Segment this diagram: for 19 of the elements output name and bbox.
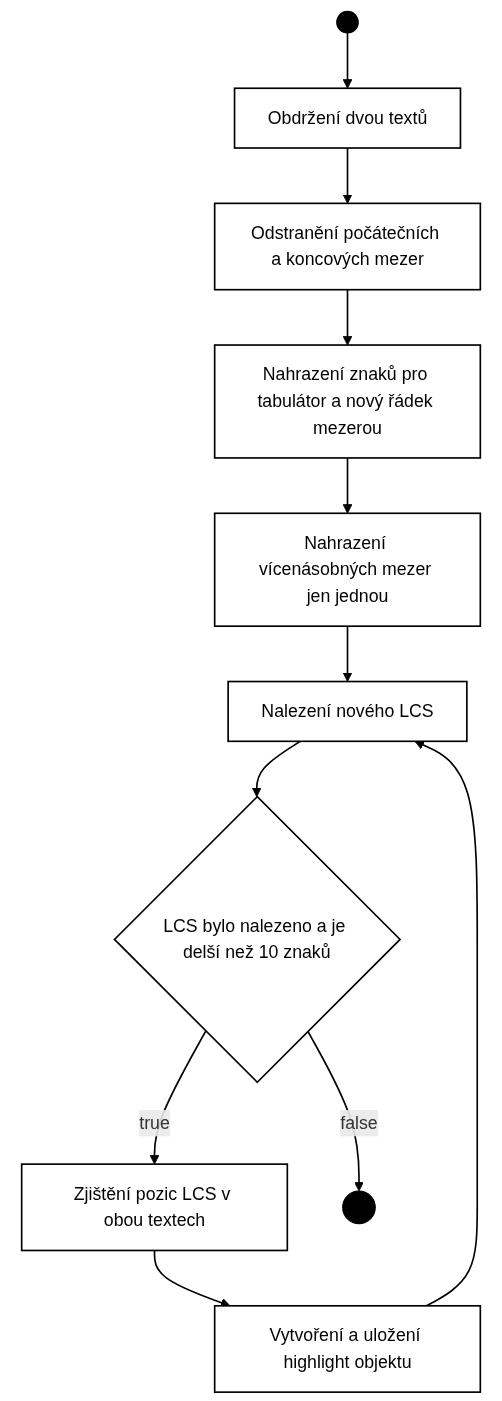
- edge-label: true: [139, 1113, 170, 1133]
- arrow: [342, 147, 353, 204]
- node-box: Nalezení nového LCS: [227, 680, 468, 743]
- node-circle: [336, 10, 359, 34]
- arrow: [342, 457, 353, 514]
- edge-label: false: [340, 1113, 378, 1133]
- arrow: [342, 32, 353, 89]
- node-box: Vytvoření a uložení highlight objektu: [213, 1305, 482, 1393]
- node-box: Nahrazení vícenásobných mezer jen jednou: [213, 512, 482, 628]
- arrow: [342, 288, 353, 346]
- node-box: Obdržení dvou textů: [233, 87, 462, 149]
- arrow: [414, 740, 479, 1307]
- node-diamond: LCS bylo nalezeno a je delší než 10 znaků: [113, 795, 402, 1084]
- node-box: Odstranění počátečních a koncových mezer: [213, 202, 482, 291]
- arrow: [251, 740, 302, 798]
- node-box: Nahrazení znaků pro tabulátor a nový řádek mezerou: [213, 344, 482, 459]
- arrow: [342, 625, 353, 682]
- node-box: Zjištění pozic LCS v obou textech: [20, 1163, 289, 1252]
- node-circle: [342, 1190, 376, 1225]
